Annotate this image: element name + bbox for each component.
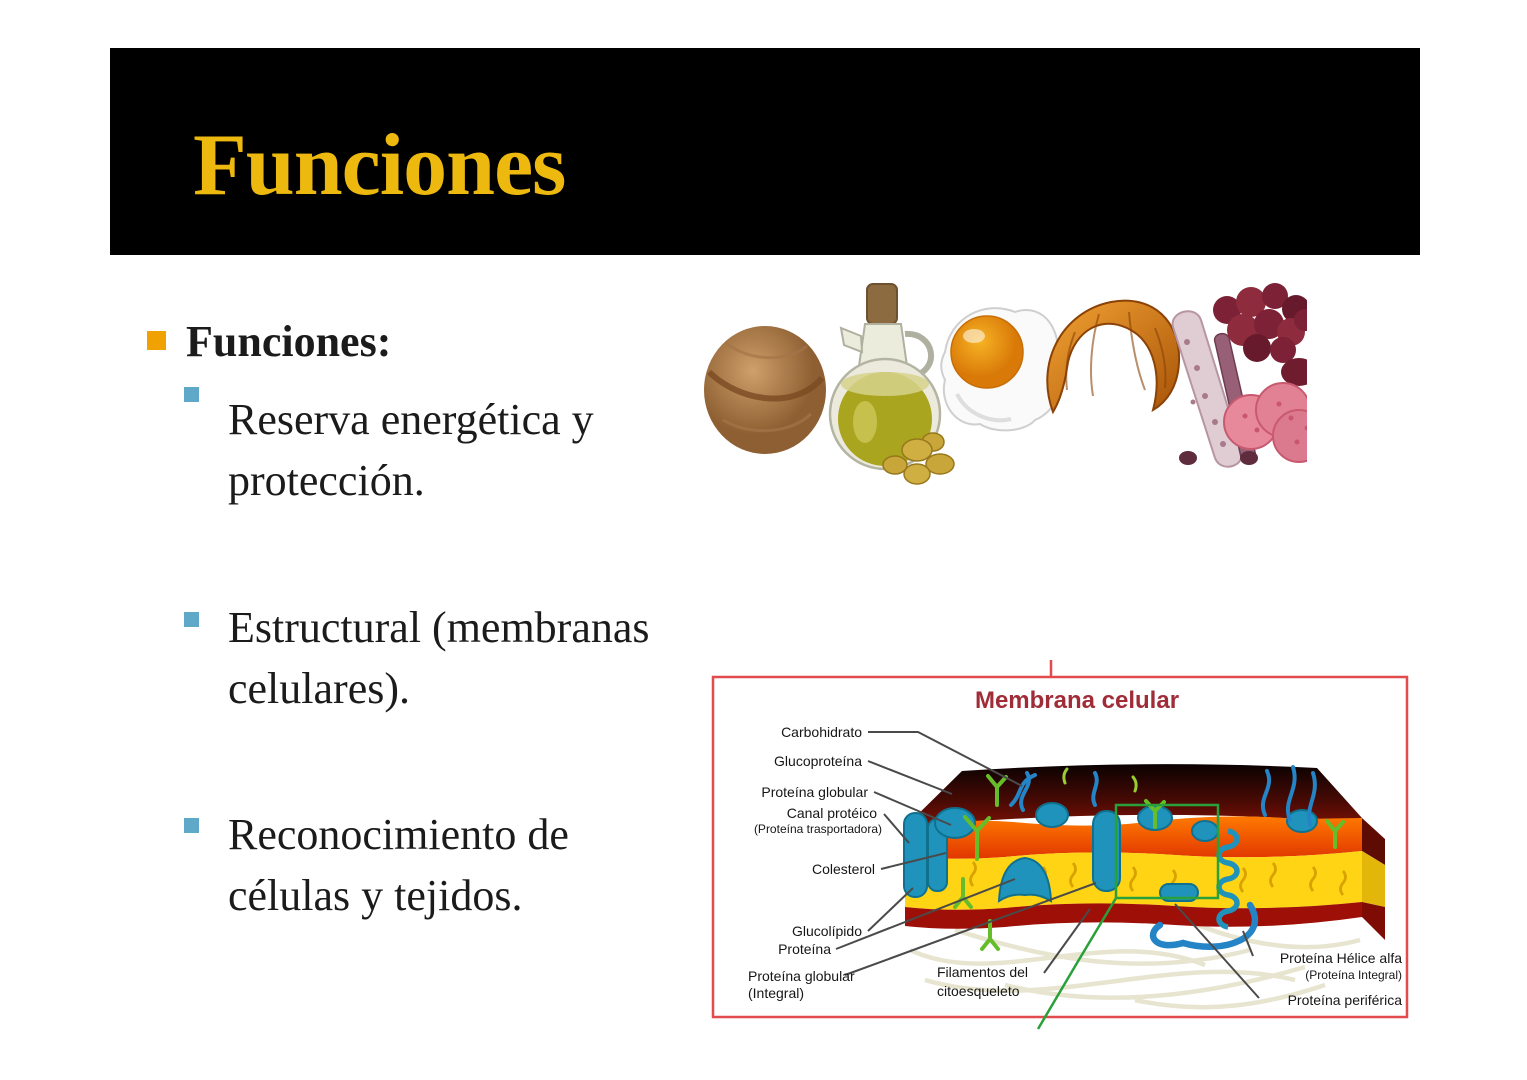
- list-item: Estructural (membranas celulares).: [228, 597, 650, 719]
- label-canal-proteico: Canal protéico: [787, 805, 877, 821]
- bullet-square-level1: [147, 331, 166, 350]
- globular-protein: [1035, 802, 1069, 828]
- list-item-line: protección.: [228, 456, 425, 505]
- membrane-diagram: Membrana celular: [711, 660, 1409, 1030]
- list-item: Reconocimiento de células y tejidos.: [228, 804, 569, 926]
- globular-protein: [1191, 820, 1219, 842]
- label-canal-proteico-sub: (Proteína trasportadora): [754, 822, 882, 836]
- label-proteina-globular-integral-sub: (Integral): [748, 985, 804, 1001]
- label-proteina: Proteína: [778, 941, 831, 957]
- integral-protein-dome: [997, 856, 1053, 903]
- slide-title: Funciones: [193, 117, 566, 214]
- olive-oil-cruet-icon: [828, 283, 955, 485]
- label-filamentos-line2: citoesqueleto: [937, 983, 1020, 999]
- label-glucolipido: Glucolípido: [792, 923, 862, 939]
- bullet-square-level2: [184, 612, 199, 627]
- diagram-border: [711, 675, 1409, 1019]
- highlight-box: [1114, 803, 1220, 900]
- cytoskeleton-filaments: [909, 917, 1361, 1010]
- list-item: Reserva energética y protección.: [228, 389, 594, 511]
- cured-meats-icon: [1171, 283, 1307, 468]
- bullet-heading: Funciones:: [186, 317, 392, 366]
- berry-cluster: [1213, 283, 1307, 386]
- label-colesterol: Colesterol: [812, 861, 875, 877]
- label-leader-lines: [835, 731, 1260, 999]
- channel-protein: [1092, 810, 1121, 892]
- walnut-icon: [704, 326, 826, 454]
- oil-capsules: [882, 432, 955, 485]
- list-item-line: Reconocimiento de: [228, 810, 569, 859]
- label-glucoproteina: Glucoproteína: [774, 753, 862, 769]
- channel-protein: [903, 812, 928, 898]
- alpha-helix-protein: [1216, 828, 1240, 930]
- label-carbohidrato: Carbohidrato: [781, 724, 862, 740]
- list-item-line: celulares).: [228, 664, 410, 713]
- highlight-connector-line: [1036, 897, 1118, 1030]
- bullet-square-level2: [184, 387, 199, 402]
- title-banner: Funciones: [110, 48, 1420, 255]
- diagram-title: Membrana celular: [975, 687, 1179, 714]
- list-item-line: Estructural (membranas: [228, 603, 650, 652]
- croissant-icon: [1046, 299, 1181, 415]
- label-proteina-globular: Proteína globular: [761, 784, 868, 800]
- fatty-foods-image: [704, 283, 1307, 485]
- label-helice-alfa-sub: (Proteína Integral): [1305, 968, 1402, 982]
- carbohydrate-chains: [1009, 765, 1317, 950]
- label-proteina-globular-integral: Proteína globular: [748, 968, 855, 984]
- bullet-square-level2: [184, 818, 199, 833]
- list-item-line: células y tejidos.: [228, 871, 523, 920]
- label-proteina-periferica: Proteína periférica: [1288, 992, 1403, 1008]
- glycoprotein-glyphs: [953, 767, 1345, 951]
- fried-egg-icon: [940, 307, 1063, 432]
- salami-slices: [1223, 382, 1307, 463]
- list-item-line: Reserva energética y: [228, 395, 594, 444]
- label-helice-alfa: Proteína Hélice alfa: [1280, 950, 1402, 966]
- label-filamentos-line1: Filamentos del: [937, 964, 1028, 980]
- protein-shapes: [903, 802, 1318, 903]
